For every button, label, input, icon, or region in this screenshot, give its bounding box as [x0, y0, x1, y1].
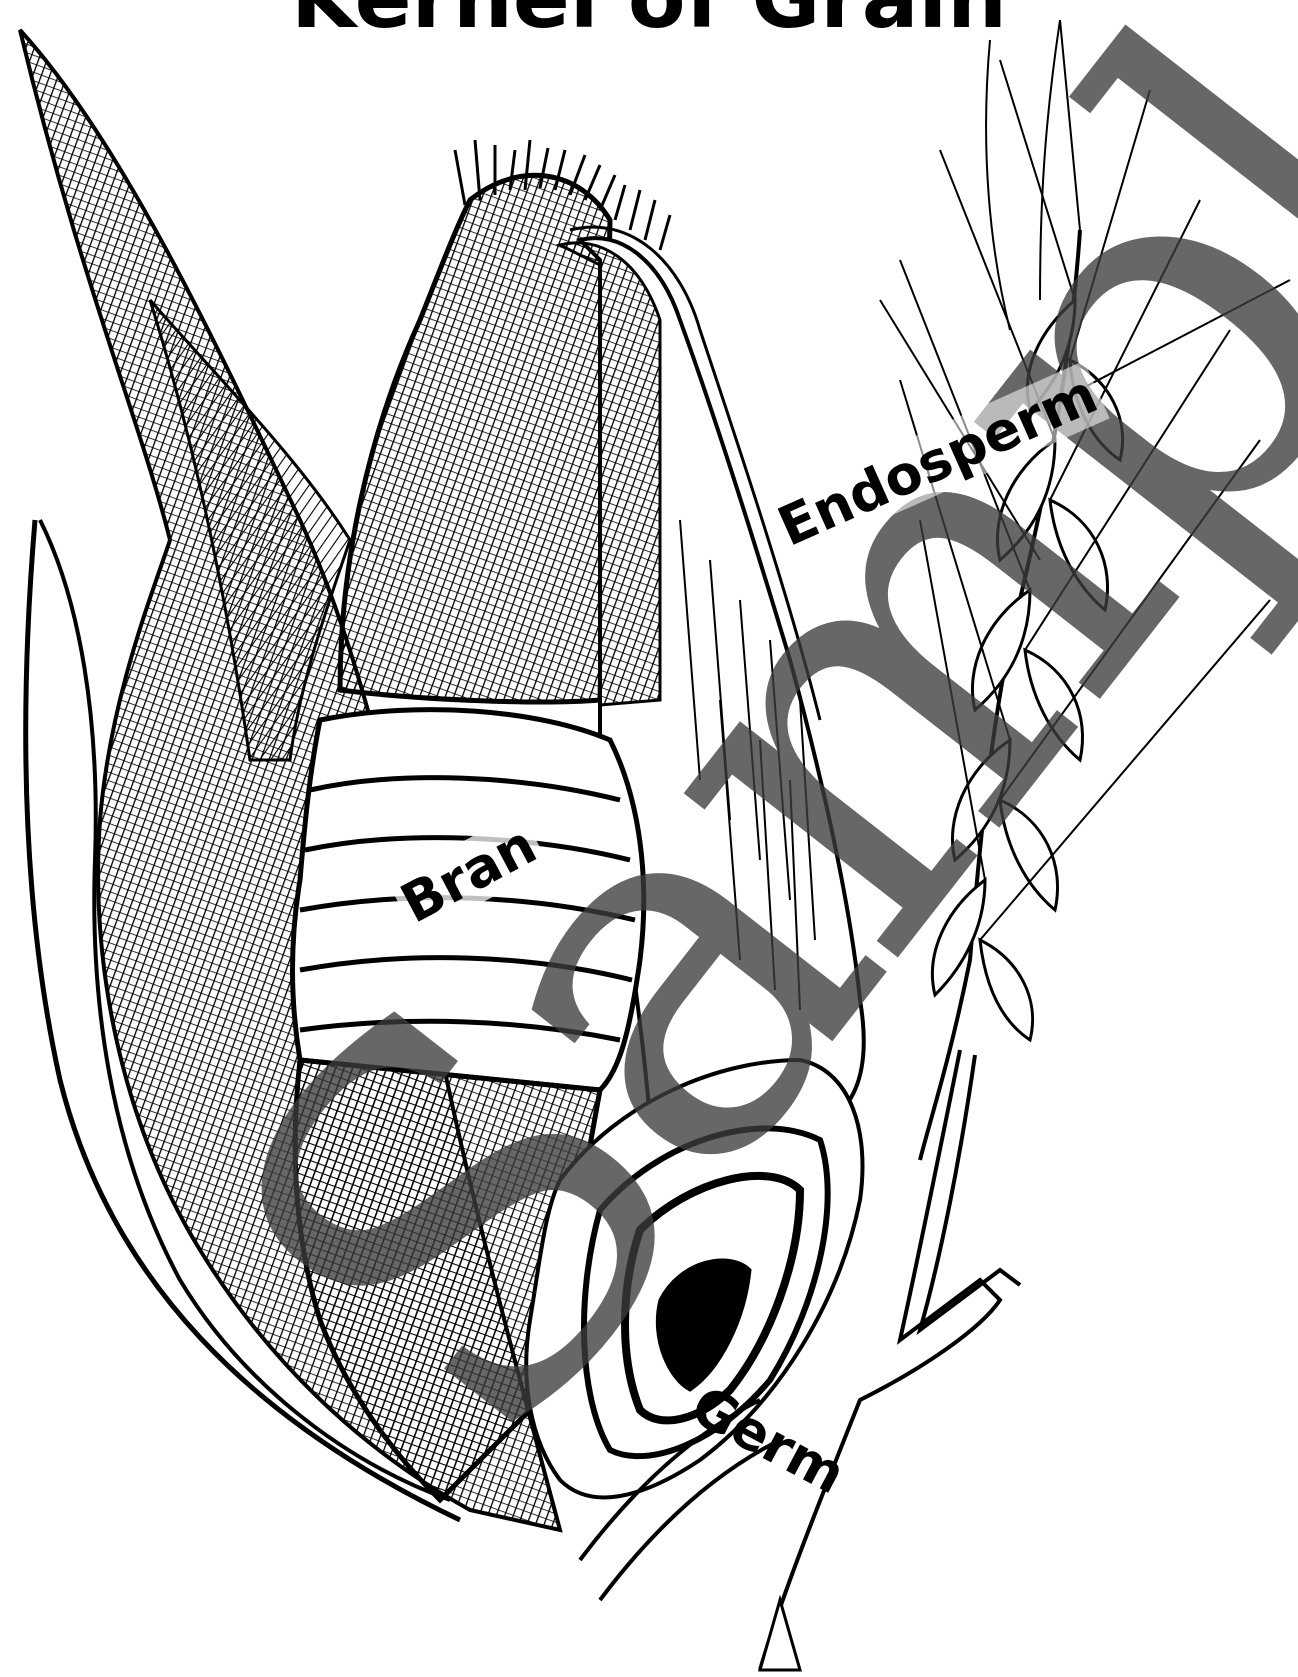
- wheat-ear: [880, 20, 1290, 1160]
